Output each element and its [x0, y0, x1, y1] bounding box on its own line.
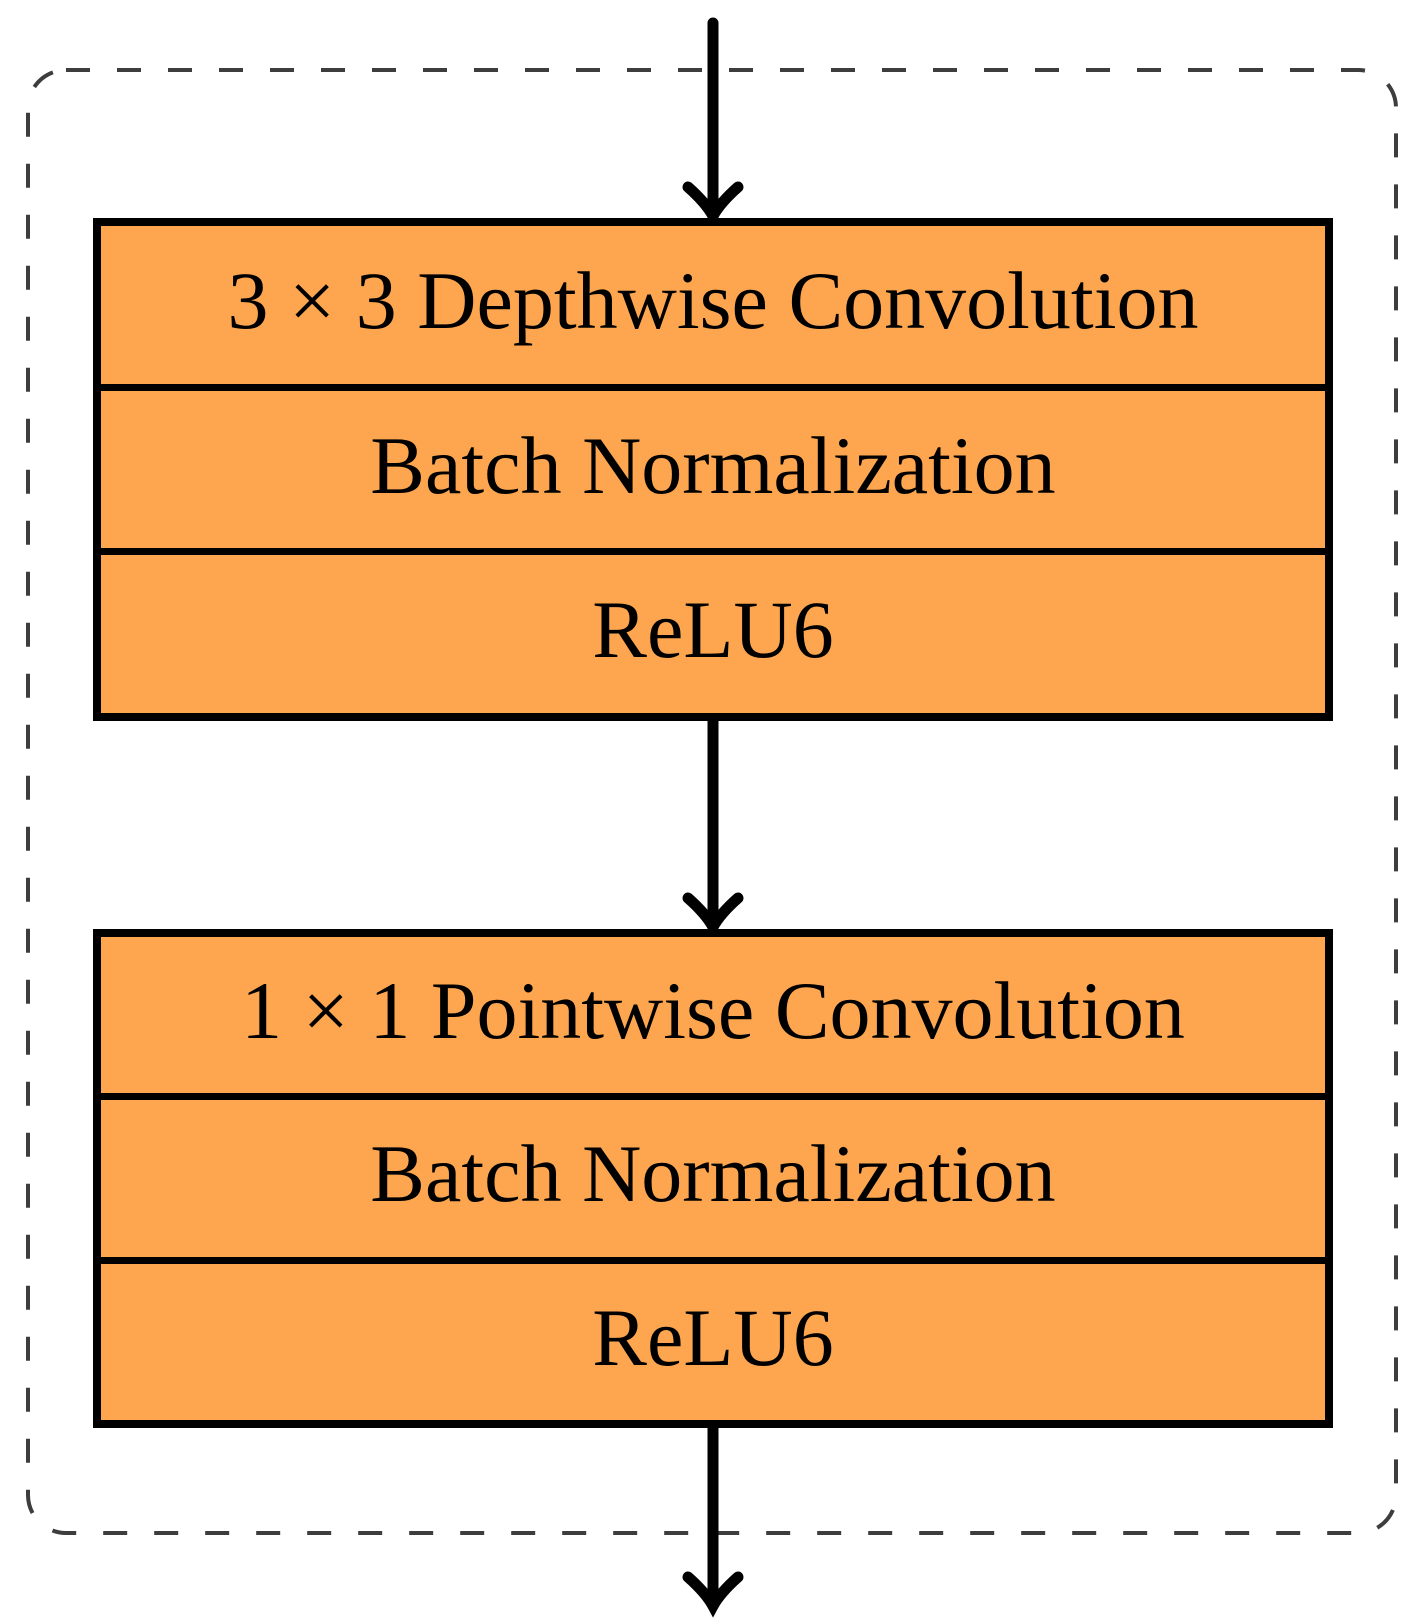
row-relu6-label-2: ReLU6 — [101, 1256, 1325, 1420]
depthwise-conv-block: 3 × 3 Depthwise Convolution Batch Normal… — [93, 218, 1333, 721]
row-depthwise-conv-label: 3 × 3 Depthwise Convolution — [227, 254, 1199, 346]
dashed-boundary-rect — [26, 68, 1398, 1535]
inter-block-arrow — [682, 715, 744, 939]
output-arrow — [682, 1422, 744, 1618]
row-batch-norm-label-2: Batch Normalization — [101, 1093, 1325, 1256]
row-relu6-label-1: ReLU6 — [101, 548, 1325, 713]
row-batch-norm-label-1: Batch Normalization — [101, 383, 1325, 549]
row-pointwise-conv-label: 1 × 1 Pointwise Convolution — [241, 965, 1185, 1057]
input-arrow — [682, 17, 744, 228]
pointwise-conv-block: 1 × 1 Pointwise Convolution Batch Normal… — [93, 929, 1333, 1428]
